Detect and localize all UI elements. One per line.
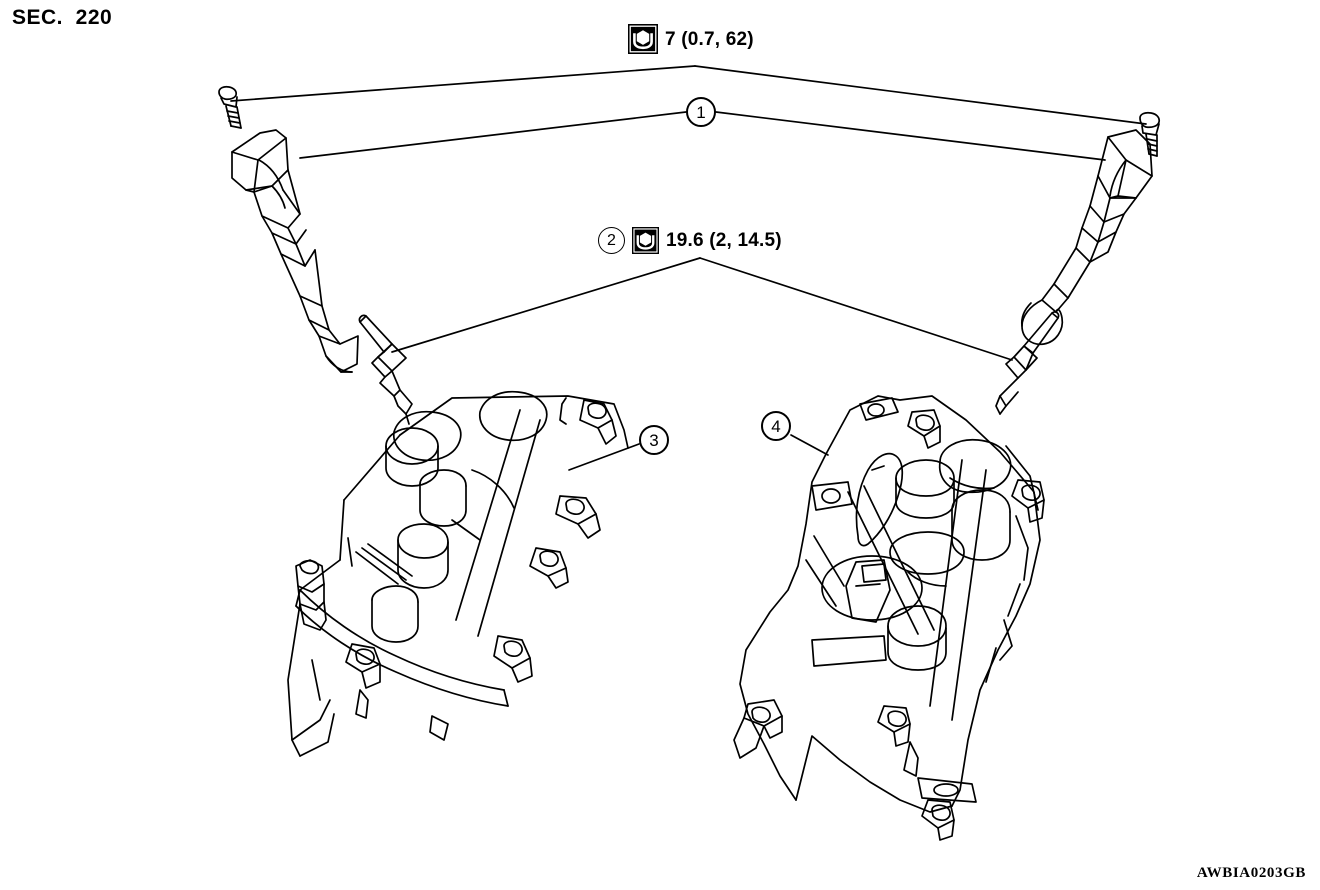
torque-wrench-icon xyxy=(628,24,658,54)
leader-line-rocker-cover-left xyxy=(568,443,640,471)
coil-mounting-bolt-left xyxy=(218,85,242,129)
torque-spec-coil-bolt: 7 (0.7, 62) xyxy=(628,24,754,54)
leader-line-rocker-cover-right xyxy=(790,434,829,456)
torque-wrench-icon xyxy=(632,227,659,254)
leader-line-spark-plugs xyxy=(391,257,1013,361)
spark-plug-right xyxy=(995,311,1060,415)
coil-mounting-bolt-right xyxy=(1139,111,1161,157)
ignition-coil-left xyxy=(218,85,359,373)
torque-value-spark-plug: 19.6 (2, 14.5) xyxy=(666,230,782,251)
rocker-cover-left xyxy=(287,390,629,757)
torque-value-coil-bolt: 7 (0.7, 62) xyxy=(665,28,754,50)
callout-bubble-3[interactable]: 3 xyxy=(639,425,669,455)
ignition-coil-right xyxy=(1020,111,1161,346)
section-heading: SEC. 220 xyxy=(12,6,113,29)
callout-bubble-2[interactable]: 2 xyxy=(598,227,625,254)
spark-plug-left xyxy=(358,314,413,425)
rocker-cover-right xyxy=(733,395,1045,841)
drawing-id-label: AWBIA0203GB xyxy=(1196,865,1306,881)
torque-spec-spark-plug: 2 19.6 (2, 14.5) xyxy=(598,227,782,254)
callout-bubble-1[interactable]: 1 xyxy=(686,97,716,127)
callout-bubble-4[interactable]: 4 xyxy=(761,411,791,441)
